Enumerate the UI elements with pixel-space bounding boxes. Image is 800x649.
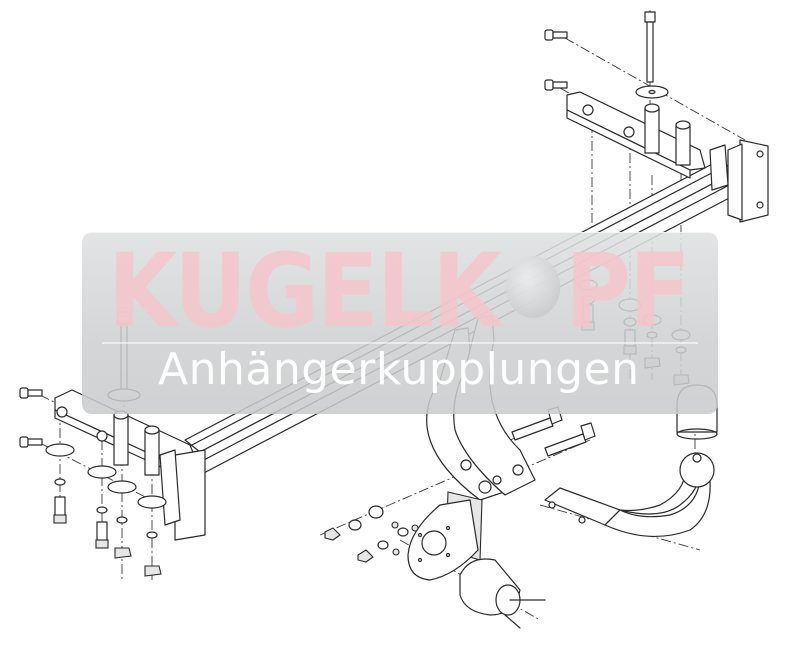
removable-ball-neck <box>544 452 715 537</box>
right-mounting-bracket <box>566 91 769 223</box>
center-fasteners <box>578 279 691 386</box>
hanger-bolts <box>511 406 596 457</box>
electrical-socket <box>459 558 546 629</box>
socket-plate <box>407 491 483 581</box>
left-mounting-bracket <box>54 389 206 541</box>
right-bracket-fasteners <box>544 11 669 99</box>
socket-fasteners <box>324 505 419 563</box>
ball-cap <box>676 384 718 440</box>
